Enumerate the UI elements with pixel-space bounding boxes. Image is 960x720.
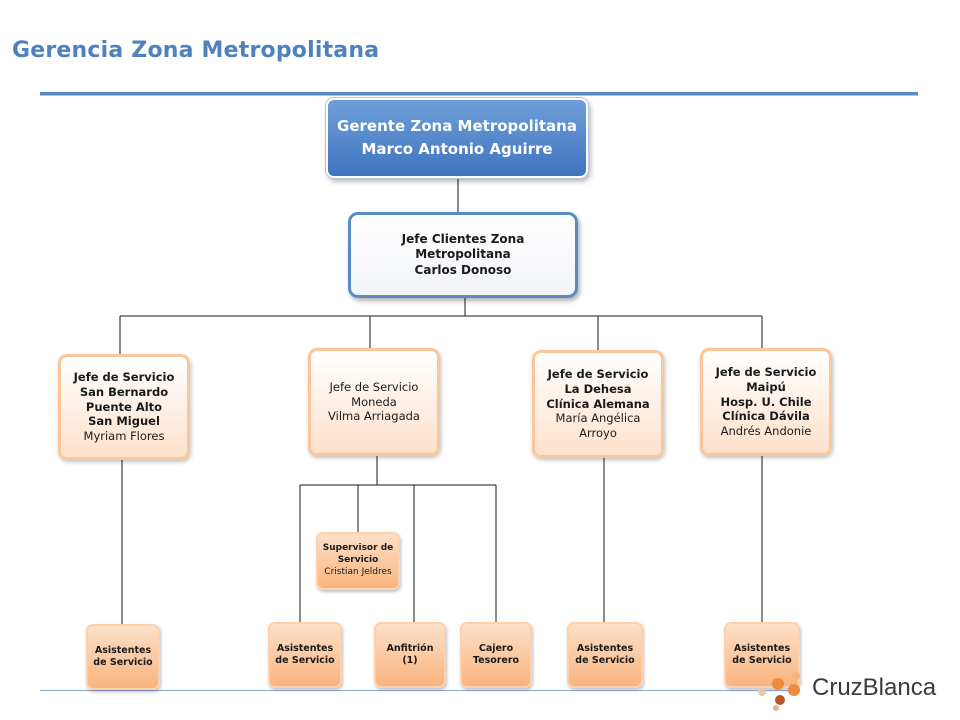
- logo-text: CruzBlanca: [812, 674, 937, 701]
- node-jefe-clientes-line2: Metropolitana: [415, 247, 511, 262]
- node-gerente: Gerente Zona Metropolitana Marco Antonio…: [326, 98, 588, 178]
- node-cajero-l2: Tesorero: [472, 655, 520, 666]
- node-servicio-2-name: Vilma Arriagada: [328, 409, 420, 424]
- node-asistentes-4: Asistentes de Servicio: [724, 622, 800, 688]
- node-servicio-san-bernardo: Jefe de Servicio San Bernardo Puente Alt…: [58, 354, 190, 460]
- node-servicio-4-l2: Hosp. U. Chile: [720, 394, 812, 409]
- node-cajero: Cajero Tesorero: [460, 622, 532, 688]
- node-servicio-1-role: Jefe de Servicio: [73, 369, 175, 384]
- node-gerente-name: Marco Antonio Aguirre: [361, 139, 553, 158]
- node-servicio-1-l3: San Miguel: [88, 414, 160, 429]
- node-asistentes-4-l2: de Servicio: [732, 655, 792, 666]
- node-servicio-4-l1: Maipú: [746, 379, 786, 394]
- node-anfitrion: Anfitrión (1): [374, 622, 446, 688]
- node-servicio-3-name1: María Angélica: [555, 411, 641, 426]
- node-asistentes-1-l1: Asistentes: [94, 644, 152, 656]
- node-servicio-1-l1: San Bernardo: [79, 384, 169, 399]
- cruzblanca-logo-icon: [758, 672, 800, 711]
- node-supervisor-l1: Supervisor de: [322, 543, 394, 554]
- node-gerente-role: Gerente Zona Metropolitana: [337, 117, 577, 135]
- node-asistentes-4-l1: Asistentes: [733, 642, 791, 654]
- node-servicio-3-role: Jefe de Servicio: [547, 366, 649, 381]
- footer-divider: [40, 690, 800, 691]
- node-supervisor-name: Cristian Jeldres: [324, 566, 392, 577]
- node-cajero-l1: Cajero: [478, 642, 514, 654]
- header-divider: [40, 92, 918, 96]
- node-servicio-la-dehesa: Jefe de Servicio La Dehesa Clínica Alema…: [532, 350, 664, 458]
- node-asistentes-3: Asistentes de Servicio: [567, 622, 643, 688]
- node-servicio-3-l1: La Dehesa: [564, 381, 632, 396]
- node-asistentes-1: Asistentes de Servicio: [86, 624, 160, 690]
- node-asistentes-1-l2: de Servicio: [93, 657, 153, 668]
- node-asistentes-3-l2: de Servicio: [575, 655, 635, 666]
- node-jefe-clientes: Jefe Clientes Zona Metropolitana Carlos …: [348, 212, 578, 298]
- node-supervisor-l2: Servicio: [337, 555, 379, 566]
- node-servicio-1-name: Myriam Flores: [83, 429, 165, 444]
- node-anfitrion-l2: (1): [402, 655, 418, 666]
- node-servicio-4-role: Jefe de Servicio: [715, 364, 817, 379]
- node-anfitrion-l1: Anfitrión: [386, 642, 434, 654]
- node-servicio-1-l2: Puente Alto: [85, 399, 163, 414]
- node-servicio-moneda: Jefe de Servicio Moneda Vilma Arriagada: [308, 348, 440, 456]
- node-asistentes-3-l1: Asistentes: [576, 642, 634, 654]
- node-jefe-clientes-name: Carlos Donoso: [414, 262, 512, 277]
- node-supervisor: Supervisor de Servicio Cristian Jeldres: [316, 532, 400, 590]
- node-servicio-2-role: Jefe de Servicio: [329, 379, 419, 394]
- node-asistentes-2-l2: de Servicio: [275, 655, 335, 666]
- page-title: Gerencia Zona Metropolitana: [12, 38, 380, 63]
- node-servicio-4-l3: Clínica Dávila: [722, 409, 810, 424]
- node-asistentes-2: Asistentes de Servicio: [268, 622, 342, 688]
- node-servicio-maipu: Jefe de Servicio Maipú Hosp. U. Chile Cl…: [700, 348, 832, 456]
- node-servicio-3-l2: Clínica Alemana: [546, 396, 650, 411]
- node-servicio-4-name: Andrés Andonie: [720, 424, 812, 439]
- node-servicio-2-l1: Moneda: [351, 394, 397, 409]
- node-jefe-clientes-line1: Jefe Clientes Zona: [401, 231, 525, 246]
- node-servicio-3-name2: Arroyo: [579, 426, 617, 441]
- node-asistentes-2-l1: Asistentes: [276, 642, 334, 654]
